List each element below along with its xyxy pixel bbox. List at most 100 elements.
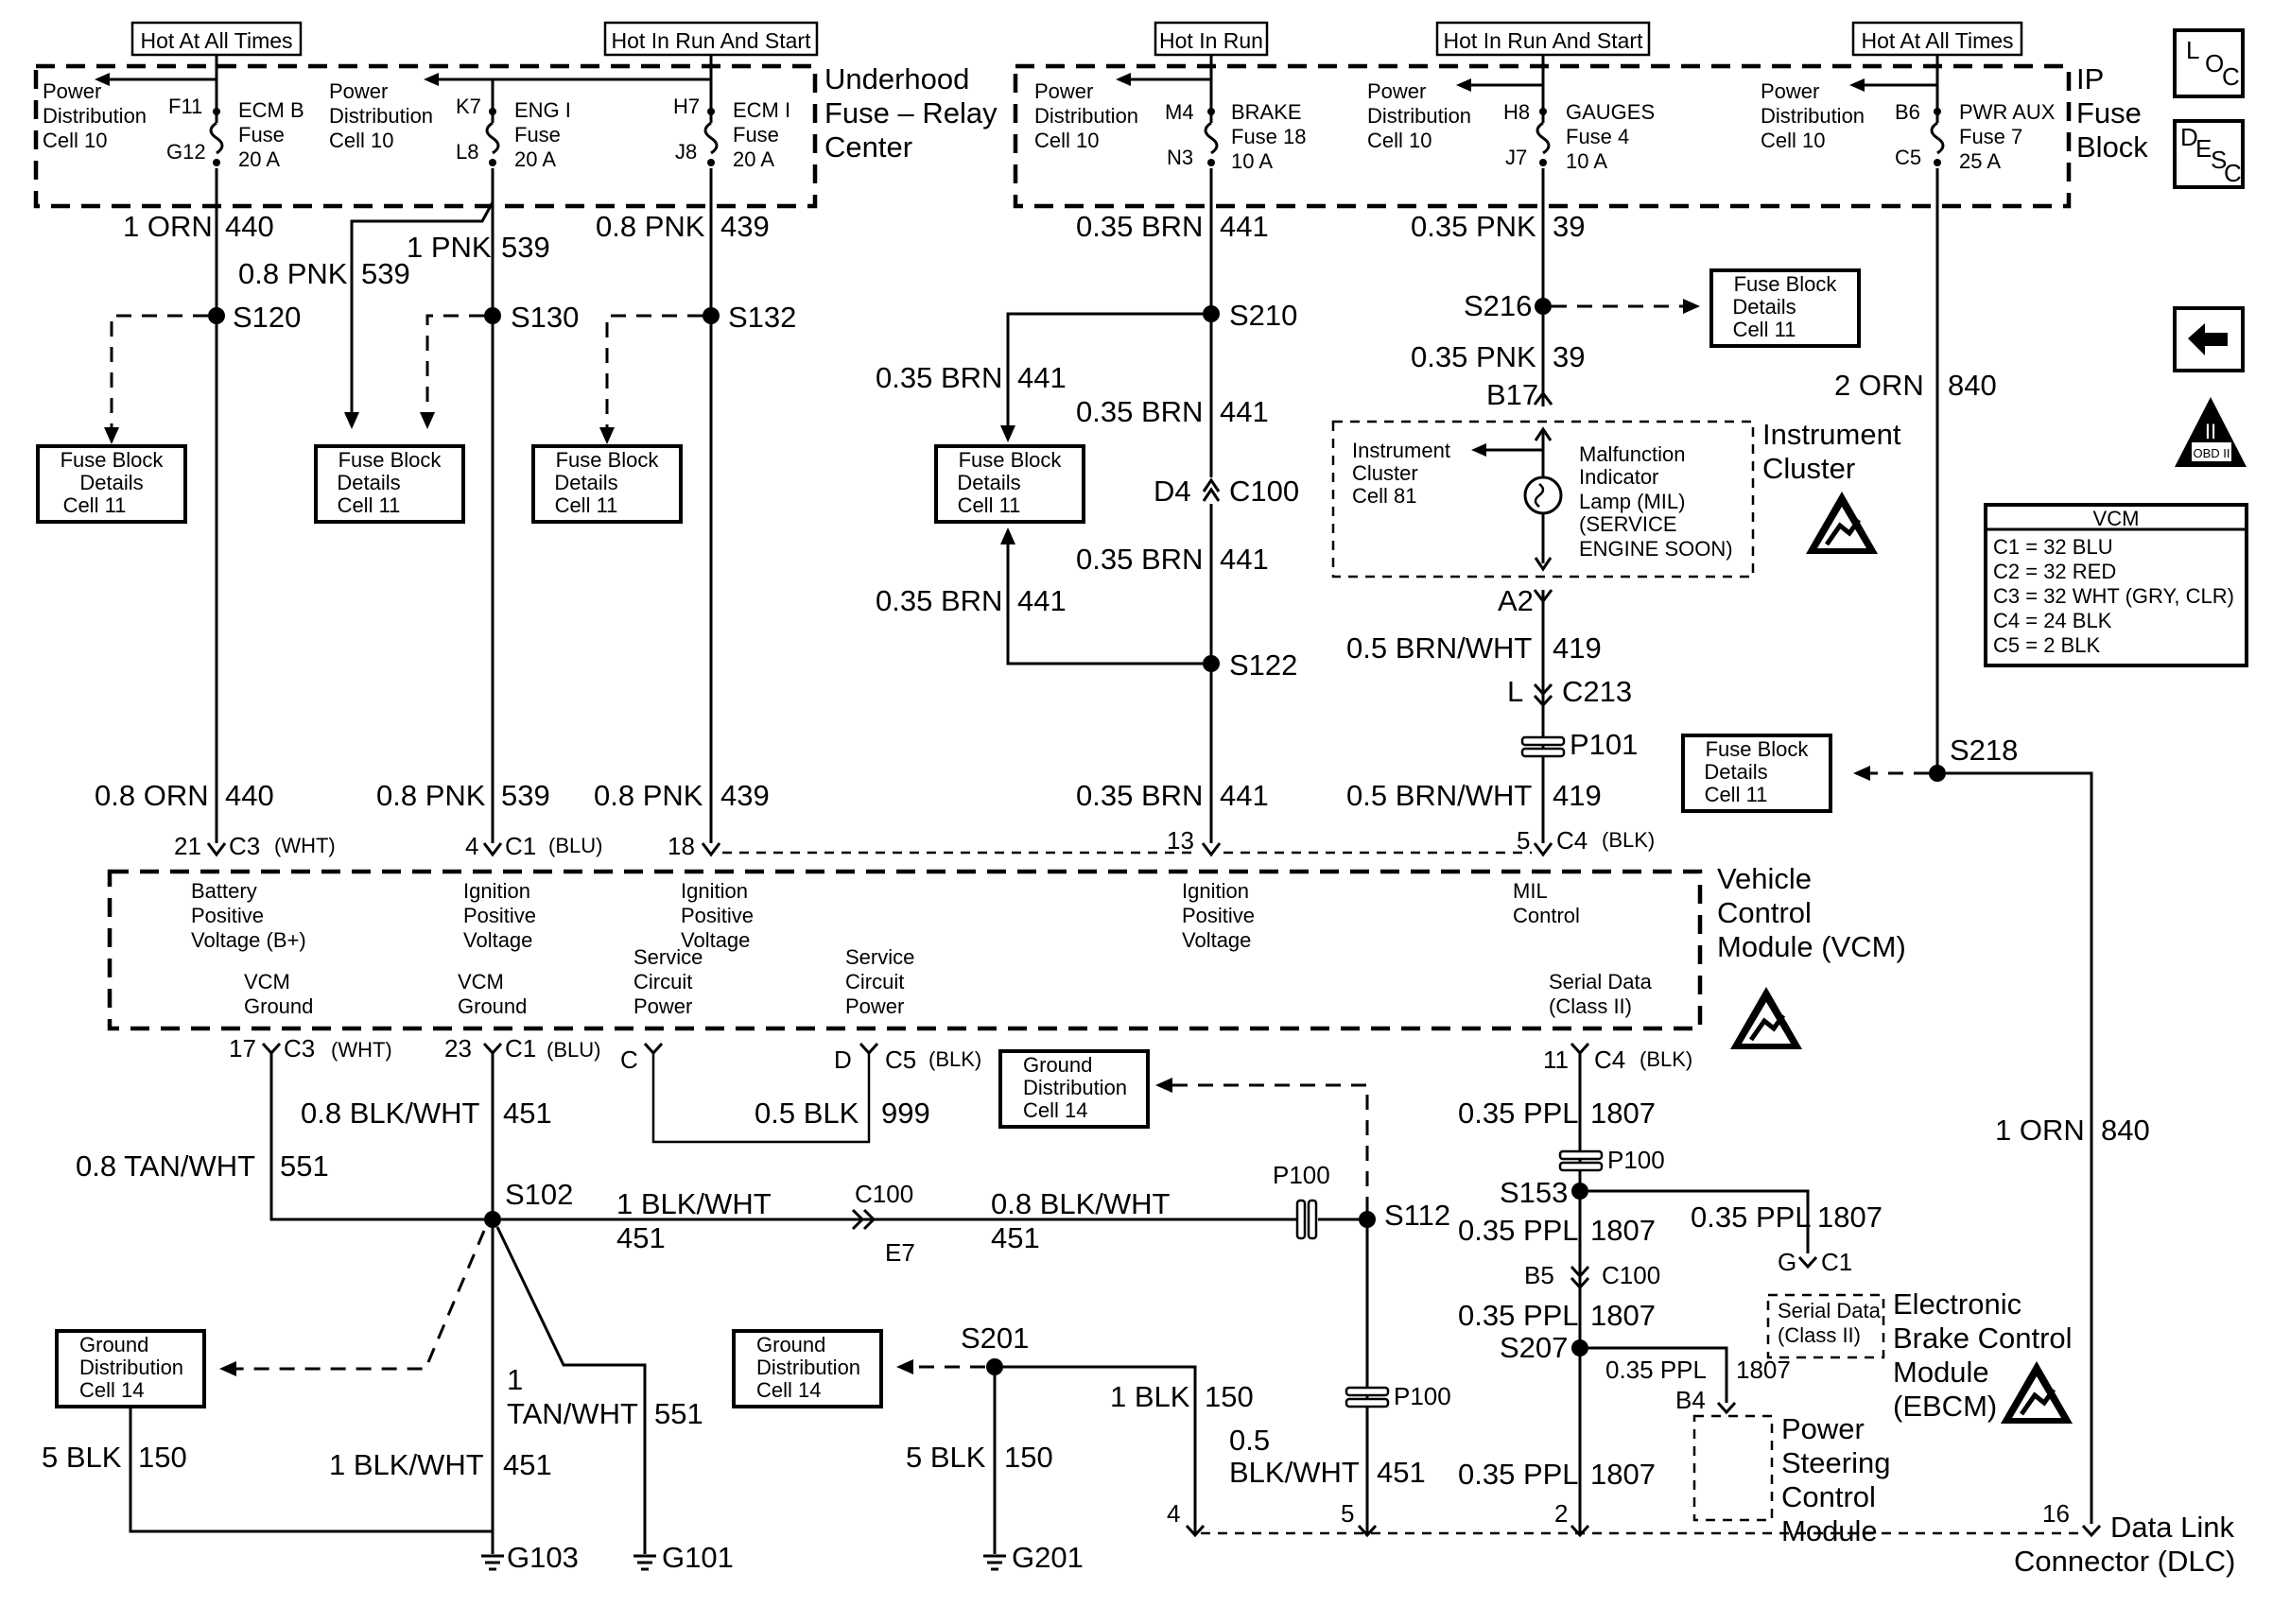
back-arrow-icon[interactable] — [2173, 306, 2245, 372]
serial-data-circuit-1807: 11 C4 (BLK) 0.35 PPL 1807 P100 S153 0.35… — [1201, 1042, 2235, 1578]
fuse1-pin-bot: G12 — [166, 140, 206, 164]
circuit-label: 451 — [1377, 1456, 1426, 1489]
vcm-field: Voltage — [1182, 928, 1251, 952]
ipfuse3-rating: 25 A — [1959, 149, 2001, 173]
circuit-label: 441 — [1220, 779, 1269, 812]
connector-label: C1 — [505, 832, 536, 860]
wire-label: 0.35 PPL — [1605, 1356, 1707, 1384]
vcm-field: Circuit — [633, 970, 692, 993]
brake-circuit-441: 0.35 BRN 441 S210 0.35 BRN 441 0.35 BRN … — [876, 168, 1299, 843]
ipfuse2-pin-top: H8 — [1503, 100, 1530, 124]
lamp-icon — [1523, 475, 1563, 515]
vcm-field: Positive — [191, 904, 264, 927]
vcm-field: Voltage — [681, 928, 750, 952]
circuit-label: 39 — [1553, 210, 1585, 243]
wire-label: 1 — [507, 1363, 523, 1396]
fuse1-fuse: Fuse — [238, 123, 285, 147]
circuit-label: 1807 — [1590, 1299, 1656, 1332]
circuit-label: 150 — [1205, 1380, 1254, 1413]
splice-s218 — [1929, 765, 1946, 782]
ebcm-serial-1: Serial Data — [1778, 1299, 1882, 1322]
fb5-line2: Details — [1732, 295, 1796, 319]
loc-icon[interactable]: L O C — [2173, 28, 2245, 98]
fuse1-pd-1: Power — [43, 79, 101, 103]
connector-color: (WHT) — [274, 834, 336, 857]
fuse3-name: ECM I — [733, 98, 790, 122]
ebcm-title-2: Brake Control — [1893, 1322, 2073, 1355]
underhood-title-2: Fuse – Relay — [824, 96, 998, 130]
circuit-label: 439 — [720, 210, 770, 243]
vcm-table-row: C5 = 2 BLK — [1993, 633, 2100, 657]
vcm-field: VCM — [244, 970, 290, 993]
ipfuse2-rating: 10 A — [1566, 149, 1607, 173]
gd2-line3: Cell 14 — [756, 1378, 821, 1402]
ipfuse3-name: PWR AUX — [1959, 100, 2056, 124]
fb6-line3: Cell 11 — [1705, 783, 1768, 806]
circuit-label: 419 — [1553, 779, 1602, 812]
header-hot-at-all-times-1: Hot At All Times — [140, 28, 292, 53]
circuit-label: 539 — [501, 231, 550, 264]
pin-number: 5 — [1517, 826, 1530, 855]
header-hot-at-all-times-2: Hot At All Times — [1861, 28, 2013, 53]
wire-label: 5 BLK — [906, 1441, 986, 1474]
circuit-label: 39 — [1553, 340, 1585, 373]
connector-label: C5 — [885, 1045, 916, 1074]
wire-label: 0.35 BRN — [1076, 210, 1203, 243]
ipfuse1-name: BRAKE — [1231, 100, 1302, 124]
cluster-title-2: Cluster — [1762, 452, 1855, 485]
fuse1-pd-2: Distribution — [43, 104, 147, 128]
ipfuse2-name: GAUGES — [1566, 100, 1655, 124]
connector-pin: B5 — [1524, 1261, 1554, 1289]
vcm-field: Ignition — [463, 879, 530, 903]
gd2-line1: Ground — [756, 1333, 825, 1356]
ip-title-2: Fuse — [2076, 96, 2142, 130]
fuse2-name: ENG I — [514, 98, 571, 122]
ebcm-title-1: Electronic — [1893, 1287, 2021, 1321]
vcm-field: Power — [845, 994, 904, 1018]
circuit-label: 441 — [1220, 395, 1269, 428]
gd1-line3: Cell 14 — [79, 1378, 144, 1402]
wire-label: 1 BLK/WHT — [329, 1448, 484, 1481]
wire-label: 0.8 BLK/WHT — [301, 1097, 480, 1130]
splice-s120 — [208, 307, 225, 324]
desc-icon[interactable]: D E S C — [2173, 119, 2245, 189]
fb4-line3: Cell 11 — [958, 493, 1021, 517]
splice-label: S153 — [1500, 1176, 1568, 1209]
vcm-field: Positive — [463, 904, 536, 927]
fb5-line1: Fuse Block — [1734, 272, 1838, 296]
wire-label: 0.8 TAN/WHT — [76, 1149, 255, 1183]
wire-label: 0.8 PNK — [238, 257, 348, 290]
splice-label: S207 — [1500, 1331, 1568, 1364]
connector-label: C3 — [284, 1034, 315, 1063]
vcm-table-title: VCM — [2093, 507, 2140, 530]
vcm-title-3: Module (VCM) — [1717, 930, 1906, 963]
fuse1-rating: 20 A — [238, 147, 280, 171]
wire-label: 0.8 PNK — [594, 779, 703, 812]
fb4-line1: Fuse Block — [959, 448, 1063, 472]
header-hot-in-run: Hot In Run — [1159, 28, 1263, 53]
fuse3-fuse: Fuse — [733, 123, 779, 147]
circuit-label: 441 — [1220, 210, 1269, 243]
connector-label: P100 — [1607, 1146, 1665, 1174]
fb5-line3: Cell 11 — [1733, 318, 1796, 341]
connector-label: P100 — [1394, 1382, 1451, 1410]
ipfuse3-pd-3: Cell 10 — [1761, 129, 1825, 152]
splice-label: S210 — [1229, 299, 1297, 332]
ipfuse1-pd-1: Power — [1034, 79, 1093, 103]
connector-color: (BLK) — [928, 1047, 981, 1071]
vcm-table-row: C4 = 24 BLK — [1993, 609, 2112, 632]
circuit-label: 451 — [991, 1221, 1040, 1254]
svg-text:D: D — [2180, 123, 2198, 151]
cluster-title-1: Instrument — [1762, 418, 1901, 451]
circuit-label: 451 — [503, 1097, 552, 1130]
pin-number: 17 — [229, 1034, 256, 1063]
circuit-label: 419 — [1553, 631, 1602, 665]
connector-label: C4 — [1594, 1045, 1625, 1074]
vcm-field: VCM — [458, 970, 504, 993]
splice-label: S130 — [511, 301, 579, 334]
pin-number: 5 — [1341, 1499, 1354, 1528]
fb3-line2: Details — [554, 471, 617, 494]
connector-pin: B17 — [1486, 378, 1538, 411]
splice-s130 — [484, 307, 501, 324]
